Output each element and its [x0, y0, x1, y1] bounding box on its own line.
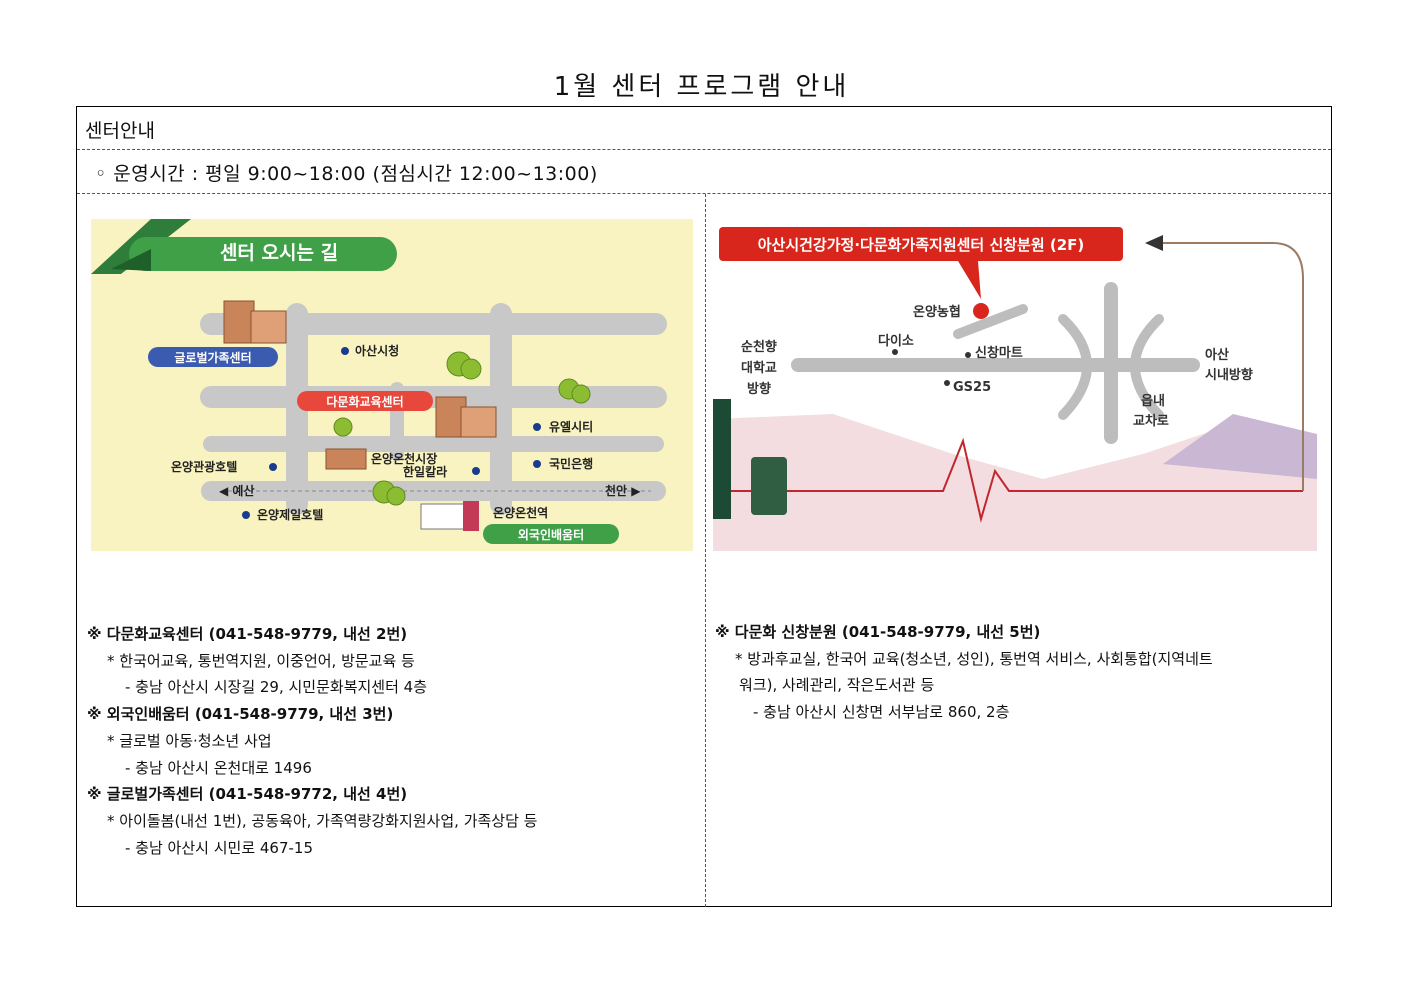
soonchunhyang-label-line2: 대학교 — [741, 360, 777, 376]
mountain-shape — [713, 414, 1317, 551]
center-address: - 충남 아산시 시장길 29, 시민문화복지센터 4층 — [125, 678, 428, 697]
soonchunhyang-label-line1: 순천향 — [741, 339, 777, 355]
operating-hours: ◦ 운영시간 : 평일 9:00~18:00 (점심시간 12:00~13:00… — [95, 163, 598, 185]
center-address: - 충남 아산시 온천대로 1496 — [125, 758, 312, 777]
edu-center-label: 다문화교육센터 — [326, 394, 403, 409]
banner-pill — [129, 237, 397, 271]
directions-map-graphic: 센터 오시는 길 — [91, 219, 667, 544]
gs25-label: GS25 — [953, 380, 991, 395]
route-loop — [1153, 242, 1304, 491]
tree-icon — [333, 351, 591, 506]
destination-marker — [973, 303, 989, 319]
label-pill — [297, 391, 433, 411]
section-label: 센터안내 — [85, 120, 155, 142]
building-icon — [223, 300, 497, 531]
map-banner-text: 센터 오시는 길 — [220, 242, 338, 264]
label-pill — [483, 524, 619, 544]
global-family-label: 글로벌가족센터 — [174, 350, 251, 365]
hanil-label: 한일칼라 — [403, 464, 447, 479]
center-programs: * 한국어교육, 통번역지원, 이중언어, 방문교육 등 — [107, 651, 415, 670]
marker-dot — [892, 349, 898, 355]
daiso-label: 다이소 — [878, 333, 914, 349]
road-network — [791, 282, 1200, 444]
column-divider — [705, 194, 706, 907]
branch-programs-line1: * 방과후교실, 한국어 교육(청소년, 성인), 통번역 서비스, 사회통합(… — [735, 649, 1213, 668]
marker-dot — [533, 423, 541, 431]
section-header: 센터안내 — [77, 107, 1331, 150]
eupnae-label-line1: 읍내 — [1141, 393, 1165, 409]
asan-city-label-line2: 시내방향 — [1205, 367, 1253, 383]
info-table: 센터안내 ◦ 운영시간 : 평일 9:00~18:00 (점심시간 12:00~… — [76, 106, 1332, 907]
route-arrow-icon — [1145, 235, 1163, 251]
building-icon — [713, 399, 731, 519]
kookmin-label: 국민은행 — [549, 456, 593, 471]
foreign-center-label: 외국인배움터 — [518, 527, 584, 542]
nonghyup-label: 온양농협 — [913, 304, 961, 320]
asan-city-label-line1: 아산 — [1205, 347, 1229, 363]
city-hall-label: 아산시청 — [355, 343, 399, 358]
page-title: 1월 센터 프로그램 안내 — [553, 72, 850, 102]
branch-map: 아산시건강가정·다문화가족지원센터 신창분원 (2F) 온양농협 다이소 신창마… — [713, 219, 1317, 551]
marker-dot — [965, 352, 971, 358]
directions-map: 센터 오시는 길 — [91, 219, 693, 551]
branch-map-graphic: 아산시건강가정·다문화가족지원센터 신창분원 (2F) 온양농협 다이소 신창마… — [713, 227, 1317, 551]
yuel-city-label: 유엘시티 — [549, 419, 593, 434]
booth-icon — [751, 457, 787, 515]
branch-banner-text: 아산시건강가정·다문화가족지원센터 신창분원 (2F) — [758, 236, 1085, 254]
hours-row: ◦ 운영시간 : 평일 9:00~18:00 (점심시간 12:00~13:00… — [77, 150, 1331, 194]
marker-dot — [341, 347, 349, 355]
direction-labels: 순천향 대학교 방향 아산 시내방향 읍내 교차로 — [741, 339, 1253, 429]
yesan-label: ◀ 예산 — [219, 483, 255, 498]
center-address: - 충남 아산시 시민로 467-15 — [125, 838, 314, 857]
center-heading: ※ 다문화교육센터 (041-548-9779, 내선 2번) — [87, 625, 408, 643]
center-programs: * 아이돌봄(내선 1번), 공동육아, 가족역량강화지원사업, 가족상담 등 — [107, 811, 538, 830]
sinchang-mart-label: 신창마트 — [975, 345, 1023, 361]
marker-dot — [472, 467, 480, 475]
banner-pointer — [958, 261, 981, 299]
label-pill — [148, 347, 278, 367]
cheonan-label: 천안 ▶ — [605, 483, 641, 498]
branch-heading: ※ 다문화 신창분원 (041-548-9779, 내선 5번) — [715, 623, 1041, 641]
marker-dot — [242, 511, 250, 519]
market-label: 온양온천시장 — [371, 451, 437, 466]
center-heading: ※ 글로벌가족센터 (041-548-9772, 내선 4번) — [87, 785, 408, 804]
center-programs: * 글로벌 아동·청소년 사업 — [107, 731, 272, 750]
marker-dot — [269, 463, 277, 471]
marker-dot — [533, 460, 541, 468]
branch-address: - 충남 아산시 신창면 서부남로 860, 2층 — [753, 703, 1010, 722]
jeil-hotel-label: 온양제일호텔 — [257, 507, 323, 522]
eupnae-label-line2: 교차로 — [1133, 413, 1169, 429]
right-info: ※ 다문화 신창분원 (041-548-9779, 내선 5번) * 방과후교실… — [715, 619, 1213, 726]
branch-banner — [719, 227, 1123, 261]
hotel-tour-label: 온양관광호텔 — [171, 459, 237, 474]
heartbeat-line — [713, 437, 1303, 523]
marker-dot — [944, 380, 950, 386]
mountain-shape — [1163, 414, 1317, 479]
center-heading: ※ 외국인배움터 (041-548-9779, 내선 3번) — [87, 705, 394, 724]
branch-programs-line2: 워크), 사례관리, 작은도서관 등 — [739, 676, 935, 695]
station-label: 온양온천역 — [493, 505, 548, 520]
banner-tail — [111, 249, 151, 271]
left-info: ※ 다문화교육센터 (041-548-9779, 내선 2번) * 한국어교육,… — [87, 621, 537, 861]
soonchunhyang-label-line3: 방향 — [747, 381, 771, 397]
